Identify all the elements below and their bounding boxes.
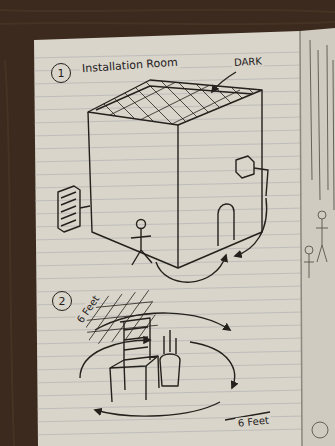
step-number: 1 bbox=[58, 68, 65, 79]
left-page bbox=[34, 31, 302, 446]
spine bbox=[300, 31, 302, 446]
right-page-sketch bbox=[304, 40, 334, 438]
ruled-lines bbox=[30, 52, 305, 435]
wood-grain bbox=[0, 10, 335, 446]
dimension-label: 6 Feet bbox=[73, 292, 102, 327]
dark-label: DARK bbox=[232, 55, 264, 68]
sketch-title: Installation Room bbox=[80, 57, 180, 76]
right-page bbox=[300, 28, 335, 446]
installation-room-sketch bbox=[58, 16, 272, 282]
step-number: 2 bbox=[59, 296, 66, 307]
circled-number: 2 bbox=[52, 291, 72, 311]
chair-sketch bbox=[70, 280, 270, 420]
dimension-label: 6 Feet bbox=[235, 414, 271, 429]
circled-number: 1 bbox=[51, 63, 71, 83]
